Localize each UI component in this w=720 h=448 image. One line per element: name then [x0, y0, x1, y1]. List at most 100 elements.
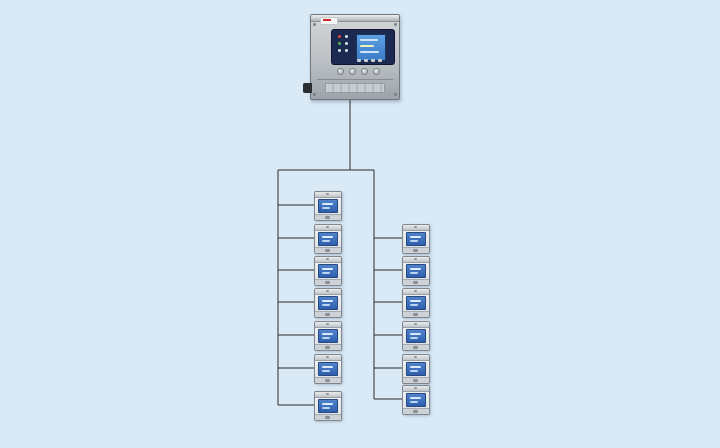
screw-icon [394, 93, 397, 96]
detector-led-icon [326, 323, 329, 325]
detector-base [315, 279, 341, 285]
screw-icon [313, 23, 316, 26]
lcd-text-line [360, 45, 374, 47]
detector-text-line [322, 272, 330, 274]
detector-port [325, 216, 330, 219]
detector-port [413, 249, 418, 252]
side-connector [303, 83, 312, 93]
detector-text-line [322, 403, 333, 405]
detector-top [403, 386, 429, 392]
detector-top [315, 257, 341, 263]
detector-text-line [322, 407, 330, 409]
detector-port [413, 313, 418, 316]
detector-text-line [410, 337, 418, 339]
brand-logo-icon [323, 19, 331, 21]
detector-text-line [410, 268, 421, 270]
alarm-indicator-icon [338, 35, 341, 38]
detector-port [413, 379, 418, 382]
detector-base [315, 344, 341, 350]
status-indicator-icon [345, 42, 348, 45]
detector-text-line [322, 370, 330, 372]
detector-base [403, 377, 429, 383]
detector-display [406, 362, 426, 376]
detector-node [314, 391, 342, 421]
detector-led-icon [326, 258, 329, 260]
detector-top [315, 192, 341, 198]
detector-node [314, 321, 342, 351]
detector-led-icon [326, 356, 329, 358]
controller-display-panel [331, 29, 395, 65]
brand-label [320, 17, 338, 25]
panel-key [357, 59, 361, 62]
controller-node [303, 14, 400, 100]
detector-display [406, 329, 426, 343]
detector-text-line [410, 236, 421, 238]
detector-text-line [410, 366, 421, 368]
detector-display [406, 393, 426, 407]
detector-text-line [322, 203, 333, 205]
detector-base [403, 311, 429, 317]
detector-node [402, 256, 430, 286]
detector-display [318, 399, 338, 413]
lcd-text-line [360, 51, 379, 53]
detector-node [314, 256, 342, 286]
detector-text-line [410, 304, 418, 306]
detector-port [413, 281, 418, 284]
lcd-text-line [360, 39, 378, 41]
detector-text-line [322, 207, 330, 209]
detector-led-icon [326, 393, 329, 395]
detector-led-icon [326, 290, 329, 292]
detector-port [325, 313, 330, 316]
detector-top [315, 225, 341, 231]
detector-base [315, 247, 341, 253]
detector-text-line [322, 337, 330, 339]
detector-display [406, 264, 426, 278]
detector-port [325, 346, 330, 349]
detector-display [318, 264, 338, 278]
status-indicator-icon [338, 49, 341, 52]
detector-port [413, 410, 418, 413]
detector-text-line [410, 370, 418, 372]
detector-port [325, 416, 330, 419]
controller-top-strip [311, 15, 399, 22]
detector-text-line [410, 397, 421, 399]
detector-led-icon [414, 356, 417, 358]
detector-text-line [322, 300, 333, 302]
detector-led-icon [414, 290, 417, 292]
detector-text-line [410, 272, 418, 274]
detector-led-icon [414, 258, 417, 260]
detector-top [315, 322, 341, 328]
detector-top [403, 322, 429, 328]
detector-node [314, 354, 342, 384]
detector-text-line [410, 300, 421, 302]
detector-top [403, 355, 429, 361]
detector-top [315, 289, 341, 295]
detector-text-line [322, 304, 330, 306]
detector-base [403, 247, 429, 253]
detector-node [314, 224, 342, 254]
detector-display [318, 296, 338, 310]
detector-node [402, 224, 430, 254]
detector-led-icon [414, 387, 417, 389]
detector-base [403, 279, 429, 285]
detector-text-line [410, 240, 418, 242]
detector-node [314, 191, 342, 221]
detector-text-line [322, 240, 330, 242]
detector-top [403, 289, 429, 295]
detector-display [406, 232, 426, 246]
detector-text-line [322, 268, 333, 270]
screw-icon [313, 93, 316, 96]
controller-groove [317, 79, 393, 80]
detector-top [315, 392, 341, 398]
controller-model-label [325, 83, 385, 93]
detector-base [315, 414, 341, 420]
detector-led-icon [414, 323, 417, 325]
detector-top [403, 225, 429, 231]
detector-top [403, 257, 429, 263]
status-indicator-icon [345, 35, 348, 38]
detector-node [402, 354, 430, 384]
screw-icon [394, 23, 397, 26]
controller-buttons [337, 68, 387, 75]
power-indicator-icon [338, 42, 341, 45]
